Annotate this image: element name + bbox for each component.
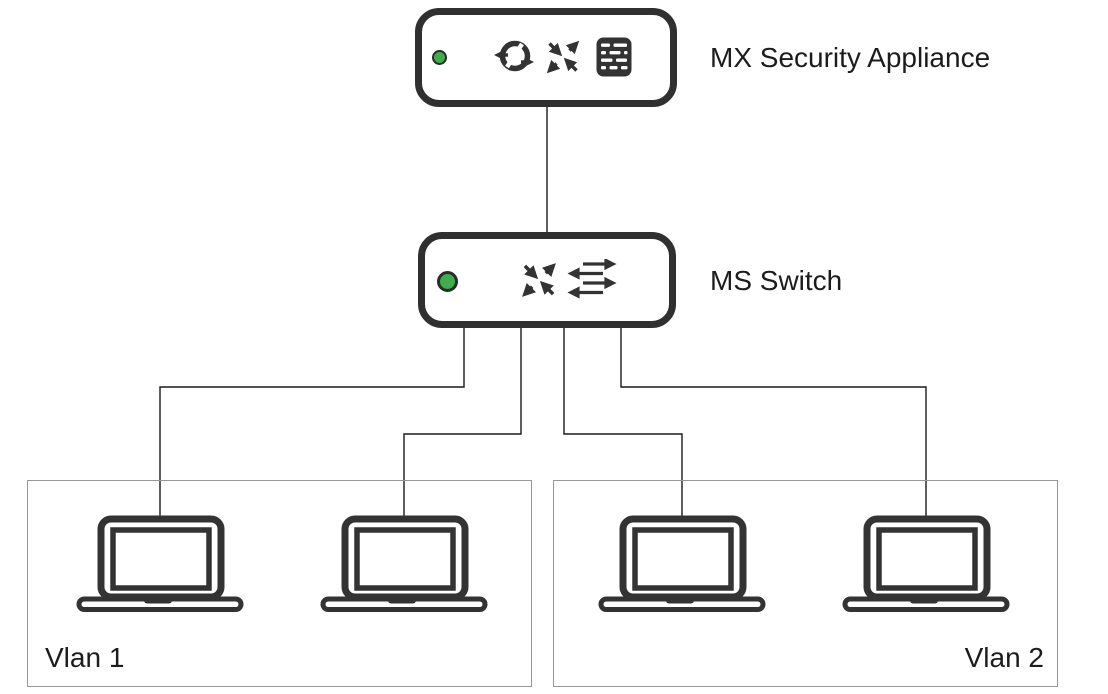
connection-ms-port-3-to-vlan2-laptop-1 <box>563 327 683 520</box>
laptop-icon <box>320 515 488 612</box>
globe-arrows-icon <box>494 40 534 72</box>
mx-label: MX Security Appliance <box>710 42 991 73</box>
vlan2-zone <box>553 480 1058 687</box>
laptop-icon <box>598 515 766 612</box>
vlan1-label: Vlan 1 <box>45 642 125 673</box>
switch-arrows-icon <box>567 259 617 299</box>
ms-switch-node <box>418 232 676 328</box>
crossing-arrows-icon <box>546 40 580 74</box>
connection-ms-port-1-to-vlan1-laptop-1 <box>159 327 465 520</box>
ms-label: MS Switch <box>710 265 843 296</box>
laptop-icon <box>842 515 1010 612</box>
connection-ms-port-2-to-vlan1-laptop-2 <box>403 327 522 520</box>
status-led-icon <box>432 49 447 65</box>
connection-ms-port-4-to-vlan2-laptop-2 <box>620 327 927 520</box>
vlan1-zone <box>27 480 532 687</box>
vlan2-label: Vlan 2 <box>964 642 1044 673</box>
status-led-icon <box>436 270 458 292</box>
crossing-arrows-icon <box>522 263 556 297</box>
firewall-icon <box>596 37 632 77</box>
laptop-icon <box>76 515 244 612</box>
mx-security-appliance-node <box>415 8 677 107</box>
